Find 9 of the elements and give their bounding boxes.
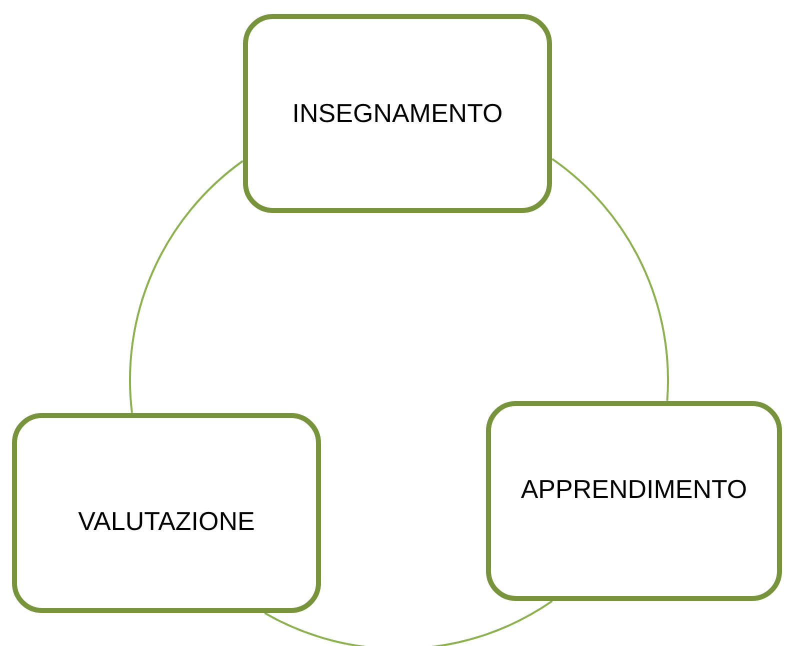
connector-arc (129, 160, 244, 413)
connector-arc (552, 158, 669, 401)
connector-arc (264, 600, 553, 646)
process-box (486, 401, 782, 601)
process-box (243, 14, 552, 213)
process-box (12, 413, 321, 613)
box-label: APPRENDIMENTO (520, 472, 748, 506)
box-label: VALUTAZIONE (78, 504, 255, 538)
box-label: INSEGNAMENTO (292, 97, 503, 130)
